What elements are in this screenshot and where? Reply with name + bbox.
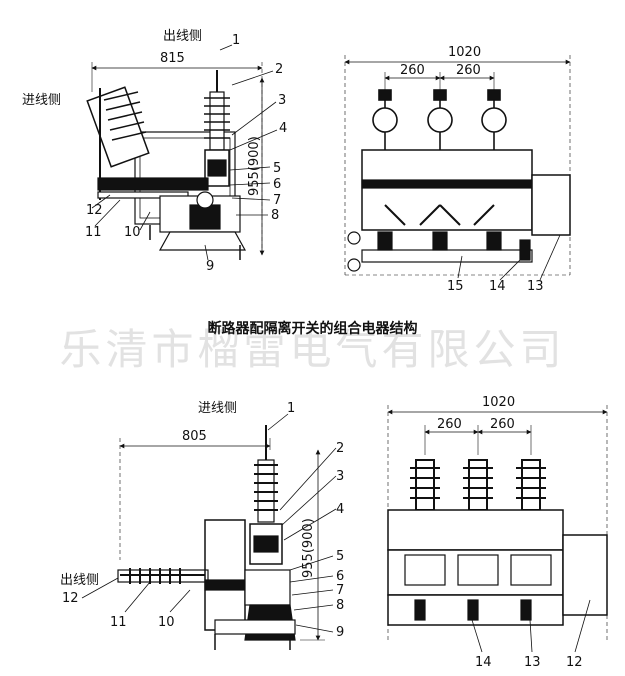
top-height-dim: 955(900) <box>247 136 262 196</box>
callout-3: 3 <box>336 469 344 484</box>
watermark-text: 乐清市榴雷电气有限公司 <box>59 325 566 374</box>
bottom-inlet-label: 进线侧 <box>198 401 237 416</box>
bottom-side-labels: 进线侧 出线侧 805 955(900) <box>60 401 316 588</box>
top-width-dim: 815 <box>160 51 185 66</box>
callout-2: 2 <box>336 441 344 456</box>
callout-12: 12 <box>566 655 583 670</box>
bottom-front-pitch-2: 260 <box>490 417 515 432</box>
callout-11: 11 <box>110 615 127 630</box>
top-inlet-label: 进线侧 <box>22 93 61 108</box>
callout-10: 10 <box>124 225 141 240</box>
callout-8: 8 <box>271 208 279 223</box>
callout-5: 5 <box>336 549 344 564</box>
bottom-front-pitch-1: 260 <box>437 417 462 432</box>
top-outlet-label: 出线侧 <box>163 29 202 44</box>
bottom-side-callouts <box>81 413 337 633</box>
bottom-front-labels: 1020 260 260 <box>437 395 515 432</box>
top-side-callout-numbers: 1 2 3 4 5 6 7 8 9 10 11 12 <box>85 33 287 274</box>
callout-12: 12 <box>86 203 103 218</box>
top-side-labels: 出线侧 进线侧 815 955(900) <box>22 29 262 196</box>
callout-13: 13 <box>524 655 541 670</box>
callout-4: 4 <box>279 121 287 136</box>
top-front-pitch-1: 260 <box>400 63 425 78</box>
callout-12: 12 <box>62 591 79 606</box>
figure-caption: 断路器配隔离开关的组合电器结构 <box>207 321 418 337</box>
bottom-front-view <box>387 405 608 640</box>
bottom-height-dim: 955(900) <box>301 518 316 578</box>
callout-3: 3 <box>278 93 286 108</box>
callout-4: 4 <box>336 502 344 517</box>
callout-14: 14 <box>489 279 506 294</box>
callout-10: 10 <box>158 615 175 630</box>
callout-13: 13 <box>527 279 544 294</box>
bottom-width-dim: 805 <box>182 429 207 444</box>
bottom-front-callout-numbers: 14 13 12 <box>475 655 583 670</box>
callout-7: 7 <box>336 583 344 598</box>
top-front-width-dim: 1020 <box>448 45 481 60</box>
callout-7: 7 <box>273 193 281 208</box>
bottom-front-callouts <box>471 599 591 653</box>
callout-1: 1 <box>287 401 295 416</box>
callout-5: 5 <box>273 161 281 176</box>
bottom-outlet-label: 出线侧 <box>60 573 99 588</box>
callout-2: 2 <box>275 62 283 77</box>
callout-1: 1 <box>232 33 240 48</box>
top-front-labels: 1020 260 260 <box>400 45 481 78</box>
callout-14: 14 <box>475 655 492 670</box>
bottom-front-width-dim: 1020 <box>482 395 515 410</box>
top-bushing-sheds <box>204 97 230 139</box>
top-front-callouts <box>457 234 561 281</box>
callout-11: 11 <box>85 225 102 240</box>
callout-15: 15 <box>447 279 464 294</box>
top-front-callout-numbers: 15 14 13 <box>447 279 544 294</box>
callout-6: 6 <box>336 569 344 584</box>
callout-8: 8 <box>336 598 344 613</box>
bottom-side-view <box>117 425 325 650</box>
top-front-view <box>344 55 571 276</box>
top-side-callouts <box>91 44 278 261</box>
top-side-view <box>86 62 265 260</box>
callout-6: 6 <box>273 177 281 192</box>
top-front-pitch-2: 260 <box>456 63 481 78</box>
top-inlet-insulator <box>86 86 150 168</box>
bottom-side-callout-numbers: 1 2 3 4 5 6 7 8 9 10 11 12 <box>62 401 344 640</box>
callout-9: 9 <box>206 259 214 274</box>
callout-9: 9 <box>336 625 344 640</box>
